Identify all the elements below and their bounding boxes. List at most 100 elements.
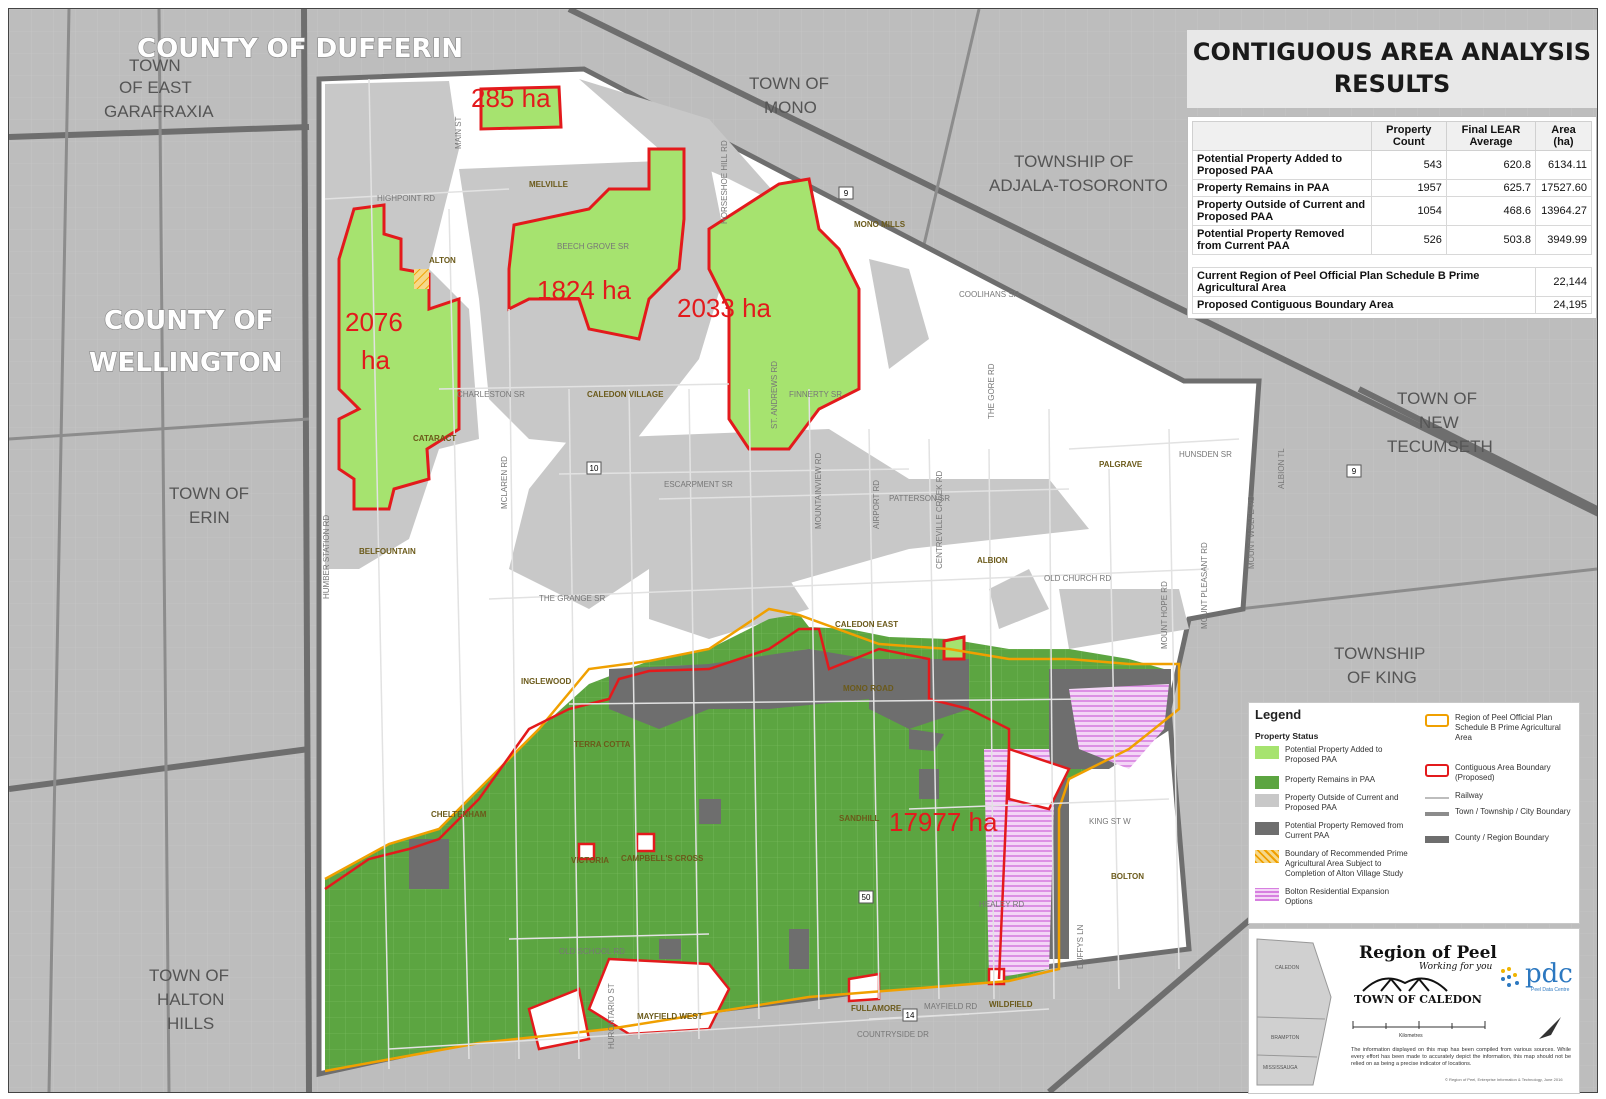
row-lear: 625.7 — [1445, 179, 1537, 197]
row-lear: 620.8 — [1445, 150, 1537, 180]
pdc-logo: pdc — [1525, 959, 1573, 989]
table-row: Property Outside of Current and Proposed… — [1192, 196, 1592, 226]
road-label: OLD CHURCH RD — [1044, 574, 1111, 583]
place-label: BOLTON — [1111, 872, 1144, 881]
town-label: OF KING — [1347, 668, 1417, 687]
legend-swatch — [1255, 776, 1279, 789]
highway-shields: 9 10 9 50 14 — [586, 186, 1362, 1022]
region-dufferin: COUNTY OF DUFFERIN — [137, 34, 463, 64]
place-labels: ALTON MELVILLE MONO MILLS CALEDON VILLAG… — [359, 180, 1144, 1021]
highway-shield: 50 — [858, 890, 874, 904]
table-row: Potential Property Added to Proposed PAA… — [1192, 150, 1592, 180]
road-label: MOUNT PLEASANT RD — [1200, 542, 1209, 629]
row-name: Property Outside of Current and Proposed… — [1192, 196, 1372, 226]
summary-row: Proposed Contiguous Boundary Area 24,195 — [1192, 296, 1592, 314]
legend-swatch — [1255, 794, 1279, 807]
place-label: TERRA COTTA — [574, 740, 631, 749]
legend-label: Potential Property Removed from Current … — [1285, 821, 1404, 840]
caledon-logo-icon — [1362, 977, 1448, 992]
road-label: HURONTARIO ST — [607, 983, 616, 1049]
place-label: ALBION — [977, 556, 1008, 565]
town-label: TOWN — [129, 56, 181, 75]
road-label: ALBION TL — [1277, 448, 1286, 489]
summary-name: Proposed Contiguous Boundary Area — [1192, 296, 1536, 314]
legend-item: Railway — [1425, 791, 1575, 803]
place-label: CALEDON VILLAGE — [587, 390, 664, 399]
table-header-row: Property Count Final LEAR Average Area (… — [1192, 121, 1592, 151]
road-label: HORSESHOE HILL RD — [720, 140, 729, 224]
inset-label-brampton: BRAMPTON — [1271, 1035, 1300, 1041]
town-label: HILLS — [167, 1014, 214, 1033]
row-count: 526 — [1370, 225, 1447, 255]
legend-label: Town / Township / City Boundary — [1455, 807, 1571, 816]
peel-tagline: Working for you — [1419, 962, 1493, 972]
copyright: © Region of Peel, Enterprise Information… — [1445, 1077, 1563, 1082]
scale-bar — [1352, 1021, 1486, 1029]
pdc-tagline: Peel Data Centre — [1531, 987, 1570, 993]
scale-label: Kilometres — [1399, 1033, 1423, 1039]
place-label: CHELTENHAM — [431, 810, 487, 819]
legend-label: Boundary of Recommended Prime Agricultur… — [1285, 849, 1408, 878]
place-label: MELVILLE — [529, 180, 569, 189]
pdc-dots-icon — [1501, 967, 1519, 987]
legend-subtitle: Property Status — [1255, 731, 1319, 741]
town-label: TOWNSHIP OF — [1014, 152, 1133, 171]
row-name: Potential Property Removed from Current … — [1192, 225, 1372, 255]
legend-item: County / Region Boundary — [1425, 833, 1575, 844]
results-panel: CONTIGUOUS AREA ANALYSIS RESULTS Propert… — [1187, 30, 1597, 319]
legend-item: Bolton Residential Expansion Options — [1255, 887, 1415, 907]
table-header: Area (ha) — [1535, 121, 1592, 151]
row-count: 543 — [1370, 150, 1447, 180]
row-count: 1054 — [1370, 196, 1447, 226]
row-name: Property Remains in PAA — [1192, 179, 1372, 197]
disclaimer: The information displayed on this map ha… — [1351, 1047, 1571, 1067]
summary-row: Current Region of Peel Official Plan Sch… — [1192, 267, 1592, 297]
legend-label: County / Region Boundary — [1455, 833, 1549, 842]
place-label: MONO ROAD — [843, 684, 894, 693]
legend-label: Potential Property Added to Proposed PAA — [1285, 745, 1383, 764]
place-label: SANDHILL — [839, 814, 880, 823]
road-label: THE GRANGE SR — [539, 594, 605, 603]
svg-text:9: 9 — [1352, 467, 1357, 476]
row-name: Potential Property Added to Proposed PAA — [1192, 150, 1372, 180]
row-lear: 468.6 — [1445, 196, 1537, 226]
road-label: MOUNTAINVIEW RD — [814, 452, 823, 529]
road-labels-vertical: HUMBER STATION RD HURONTARIO ST MAIN ST … — [322, 116, 1286, 1049]
area-label-285: 285 ha — [471, 83, 551, 113]
road-label: COUNTRYSIDE DR — [857, 1030, 929, 1039]
area-label-1824: 1824 ha — [537, 275, 632, 305]
legend-item: Contiguous Area Boundary (Proposed) — [1425, 763, 1575, 783]
road-label: HUMBER STATION RD — [322, 515, 331, 599]
road-label: MOUNT HOPE RD — [1160, 581, 1169, 649]
road-label: HEALEY RD — [979, 900, 1024, 909]
place-label: ALTON — [429, 256, 456, 265]
legend-item: Potential Property Removed from Current … — [1255, 821, 1415, 841]
area-label-2076: 2076 — [345, 307, 403, 337]
road-label: MAYFIELD RD — [924, 1002, 977, 1011]
page-title-line-2: RESULTS — [1333, 70, 1451, 98]
row-area: 13964.27 — [1535, 196, 1592, 226]
area-label-2033: 2033 ha — [677, 293, 772, 323]
road-label: CHARLESTON SR — [457, 390, 525, 399]
inset-label-mississauga: MISSISSAUGA — [1263, 1065, 1298, 1071]
legend-item: Town / Township / City Boundary — [1425, 807, 1575, 818]
legend: Legend Property Status Potential Propert… — [1248, 702, 1580, 924]
town-label: OF EAST — [119, 78, 192, 97]
town-label: TOWNSHIP — [1334, 644, 1425, 663]
legend-item: Boundary of Recommended Prime Agricultur… — [1255, 849, 1415, 879]
legend-swatch — [1255, 888, 1279, 901]
row-area: 3949.99 — [1535, 225, 1592, 255]
place-label: FULLAMORE — [851, 1004, 902, 1013]
highway-shield: 9 — [1346, 464, 1362, 478]
north-arrow-icon — [1539, 1017, 1561, 1039]
town-label: ERIN — [189, 508, 230, 527]
area-label-17977: 17977 ha — [889, 807, 998, 837]
place-label: WILDFIELD — [989, 1000, 1033, 1009]
road-label: COOLIHANS SR — [959, 290, 1020, 299]
row-lear: 503.8 — [1445, 225, 1537, 255]
place-label: BELFOUNTAIN — [359, 547, 416, 556]
town-label: ADJALA-TOSORONTO — [989, 176, 1168, 195]
peel-logo: Region of Peel — [1359, 943, 1497, 963]
legend-swatch — [1255, 850, 1279, 863]
legend-label: Property Remains in PAA — [1285, 775, 1376, 784]
